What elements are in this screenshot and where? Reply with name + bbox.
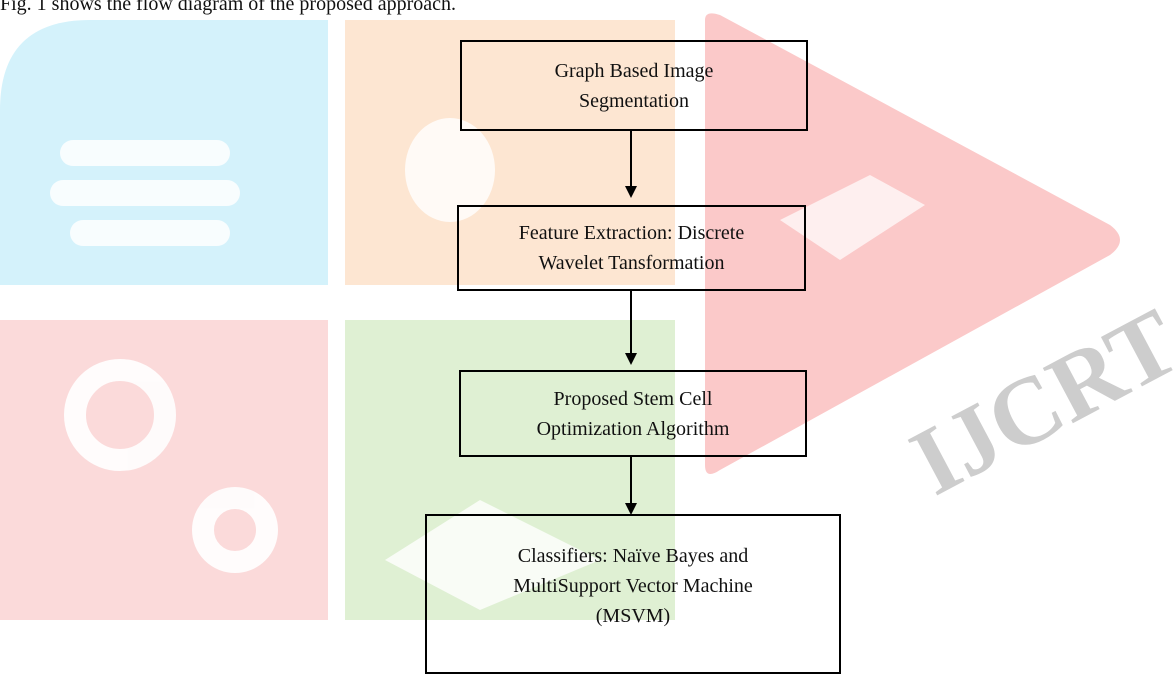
watermark-apple-icon bbox=[405, 118, 495, 222]
watermark-orange-tile bbox=[345, 20, 675, 285]
arrow-1-head bbox=[625, 186, 637, 198]
box4-line1: Classifiers: Naïve Bayes and bbox=[517, 545, 749, 567]
box2-line2: Wavelet Tansformation bbox=[538, 252, 725, 274]
ijcrt-watermark-logo: IJCRT bbox=[0, 13, 1174, 620]
watermark-red-tile bbox=[0, 320, 328, 620]
header-text: Fig. 1 shows the flow diagram of the pro… bbox=[0, 0, 457, 15]
box1-line1: Graph Based Image bbox=[554, 59, 714, 82]
arrow-3-shaft bbox=[630, 457, 632, 504]
arrow-2-shaft bbox=[630, 291, 632, 354]
box2-line1: Feature Extraction: Discrete bbox=[518, 222, 745, 244]
flow-box-feature-extraction: Feature Extraction: Discrete Wavelet Tan… bbox=[457, 205, 806, 291]
flow-box-graph-segmentation: Graph Based Image Segmentation bbox=[460, 40, 808, 131]
flow-box-stem-cell-optimization: Proposed Stem Cell Optimization Algorith… bbox=[459, 370, 807, 457]
box1-line2: Segmentation bbox=[579, 89, 689, 112]
flow-box-classifiers: Classifiers: Naïve Bayes and MultiSuppor… bbox=[425, 514, 841, 674]
watermark-book-icon bbox=[780, 175, 925, 260]
box4-line3: (MSVM) bbox=[595, 605, 671, 627]
watermark-gears-icon bbox=[64, 359, 278, 573]
box3-line2: Optimization Algorithm bbox=[536, 417, 730, 440]
box3-line1: Proposed Stem Cell bbox=[553, 387, 713, 410]
watermark-red-play-shape bbox=[705, 13, 1120, 474]
box4-line2: MultiSupport Vector Machine bbox=[513, 575, 753, 597]
arrow-1-shaft bbox=[630, 131, 632, 187]
watermark-cap-icon bbox=[385, 500, 600, 610]
arrow-2-head bbox=[625, 353, 637, 365]
arrow-3-head bbox=[625, 503, 637, 515]
watermark-cloud-icon bbox=[50, 140, 240, 246]
